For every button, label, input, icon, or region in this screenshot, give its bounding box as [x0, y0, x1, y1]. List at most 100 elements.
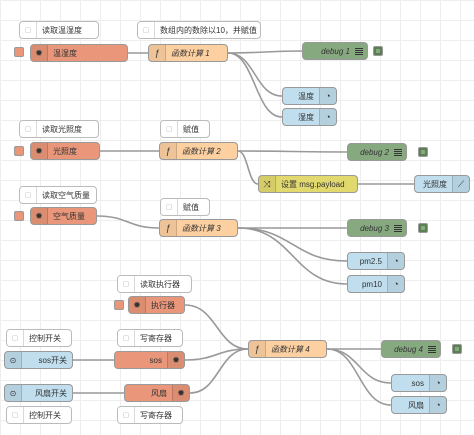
node-mqtt-out-fan[interactable]: 风扇 ✹	[124, 384, 190, 402]
comment-icon: ▢	[20, 187, 37, 203]
node-label: 空气质量	[53, 211, 85, 221]
node-label: 函数计算 1	[171, 48, 210, 58]
comment-read-actuator[interactable]: ▢ 读取执行器	[117, 275, 192, 293]
node-label: sos	[411, 378, 424, 388]
comment-divide-by-ten[interactable]: ▢ 数组内的数除以10，并赋值	[137, 21, 261, 39]
comment-icon: ▢	[7, 407, 24, 423]
node-label: 温湿度	[53, 48, 77, 58]
node-label: debug 3	[360, 223, 389, 233]
comment-label: 读取温湿度	[42, 25, 82, 35]
function-icon: ƒ	[160, 143, 177, 159]
node-label: 风扇	[408, 400, 424, 410]
comment-read-light[interactable]: ▢ 读取光照度	[19, 120, 99, 138]
gauge-icon: ◔	[319, 88, 336, 104]
mqtt-icon: ✹	[31, 208, 48, 224]
inject-button[interactable]	[14, 47, 24, 57]
comment-label: 赋值	[183, 124, 199, 134]
chart-icon: ⟋	[452, 176, 469, 192]
node-label: 函数计算 4	[271, 344, 310, 354]
wire	[184, 348, 249, 361]
comment-icon: ▢	[20, 22, 37, 38]
comment-read-air-quality[interactable]: ▢ 读取空气质量	[19, 186, 97, 204]
wire	[326, 348, 392, 406]
node-chart-light[interactable]: 光照度 ⟋	[414, 175, 470, 193]
node-mqtt-light[interactable]: ✹ 光照度	[30, 142, 100, 160]
debug-icon	[394, 224, 402, 232]
wire	[237, 150, 259, 185]
node-debug-2[interactable]: debug 2	[347, 143, 407, 161]
node-label: 光照度	[53, 146, 77, 156]
comment-assign-3[interactable]: ▢ 赋值	[160, 198, 210, 216]
comment-write-register-2[interactable]: ▢ 写寄存器	[117, 406, 183, 424]
node-label: 设置 msg.payload	[281, 179, 345, 189]
comment-label: 写寄存器	[140, 410, 172, 420]
comment-icon: ▢	[7, 330, 24, 346]
comment-label: 控制开关	[29, 333, 61, 343]
function-icon: ƒ	[249, 341, 266, 357]
node-mqtt-air-quality[interactable]: ✹ 空气质量	[30, 207, 97, 225]
comment-label: 赋值	[183, 202, 199, 212]
gauge-icon: ◔	[429, 397, 446, 413]
mqtt-icon: ✹	[172, 385, 189, 401]
node-mqtt-temp-humidity[interactable]: ✹ 温湿度	[30, 44, 128, 62]
inject-button[interactable]	[14, 146, 24, 156]
gauge-icon: ◔	[319, 109, 336, 125]
node-function-1[interactable]: ƒ 函数计算 1	[148, 44, 228, 62]
node-mqtt-actuator[interactable]: ✹ 执行器	[128, 296, 185, 314]
node-gauge-sos[interactable]: sos ◔	[391, 374, 447, 392]
debug-toggle-button[interactable]	[373, 46, 383, 56]
mqtt-icon: ✹	[31, 45, 48, 61]
comment-icon: ▢	[118, 330, 135, 346]
debug-toggle-button[interactable]	[418, 147, 428, 157]
node-label: 风扇开关	[35, 388, 67, 398]
node-mqtt-out-sos[interactable]: sos ✹	[114, 351, 185, 369]
inject-button[interactable]	[114, 300, 124, 310]
node-gauge-humidity[interactable]: 湿度 ◔	[282, 108, 337, 126]
node-switch-sos[interactable]: ⊙ sos开关	[4, 351, 73, 369]
node-gauge-pm10[interactable]: pm10 ◔	[347, 275, 405, 293]
debug-icon	[355, 47, 363, 55]
node-gauge-temperature[interactable]: 温度 ◔	[282, 87, 337, 105]
node-function-4[interactable]: ƒ 函数计算 4	[248, 340, 327, 358]
node-change-payload[interactable]: ⤨ 设置 msg.payload	[258, 175, 358, 193]
debug-toggle-button[interactable]	[418, 223, 428, 233]
node-function-3[interactable]: ƒ 函数计算 3	[159, 219, 238, 237]
node-label: debug 1	[321, 46, 350, 56]
node-switch-fan[interactable]: ⊙ 风扇开关	[4, 384, 73, 402]
wire	[237, 227, 348, 285]
node-gauge-pm25[interactable]: pm2.5 ◔	[347, 252, 405, 270]
shuffle-icon: ⤨	[259, 176, 276, 192]
wire	[237, 150, 348, 153]
comment-label: 控制开关	[29, 410, 61, 420]
node-label: pm2.5	[359, 256, 382, 266]
node-label: 函数计算 3	[182, 223, 221, 233]
gauge-icon: ◔	[387, 253, 404, 269]
inject-button[interactable]	[14, 211, 24, 221]
wire	[189, 348, 249, 394]
node-function-2[interactable]: ƒ 函数计算 2	[159, 142, 238, 160]
node-debug-3[interactable]: debug 3	[347, 219, 407, 237]
toggle-icon: ⊙	[5, 352, 22, 368]
node-debug-1[interactable]: debug 1	[302, 42, 368, 60]
comment-icon: ▢	[161, 199, 178, 215]
comment-label: 读取光照度	[42, 124, 82, 134]
mqtt-icon: ✹	[129, 297, 146, 313]
mqtt-icon: ✹	[31, 143, 48, 159]
debug-toggle-button[interactable]	[452, 344, 462, 354]
comment-read-temp-humidity[interactable]: ▢ 读取温湿度	[19, 21, 99, 39]
wire	[227, 52, 283, 118]
gauge-icon: ◔	[387, 276, 404, 292]
comment-assign-2[interactable]: ▢ 赋值	[160, 120, 210, 138]
comment-control-switch-2[interactable]: ▢ 控制开关	[6, 406, 72, 424]
function-icon: ƒ	[160, 220, 177, 236]
wire	[184, 304, 249, 350]
node-label: 风扇	[151, 388, 167, 398]
node-label: 函数计算 2	[182, 146, 221, 156]
node-gauge-fan[interactable]: 风扇 ◔	[391, 396, 447, 414]
comment-control-switch-1[interactable]: ▢ 控制开关	[6, 329, 72, 347]
comment-write-register-1[interactable]: ▢ 写寄存器	[117, 329, 183, 347]
comment-icon: ▢	[138, 22, 155, 38]
debug-icon	[394, 148, 402, 156]
node-label: 执行器	[151, 300, 175, 310]
node-debug-4[interactable]: debug 4	[381, 340, 441, 358]
